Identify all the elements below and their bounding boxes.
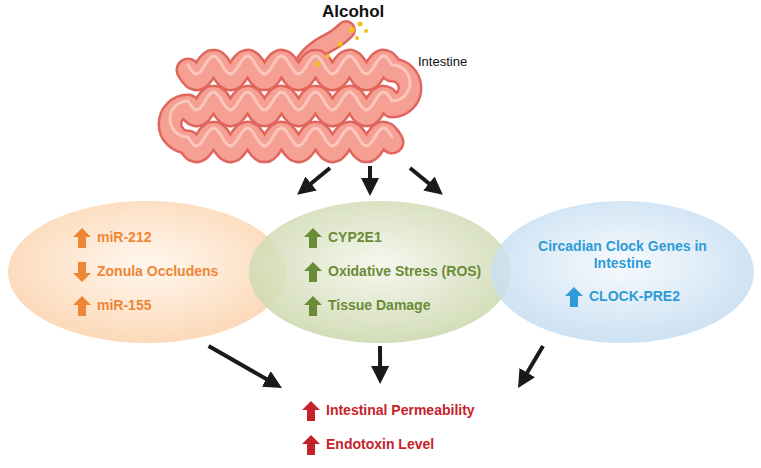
oxidative-ellipse: CYP2E1Oxidative Stress (ROS) Tissue Damag… (248, 200, 512, 344)
arrow-shape (73, 262, 91, 282)
text-row: Zonula Occludens (73, 262, 218, 282)
ellipse-fill (8, 201, 286, 343)
mirna-ellipse: miR-212Zonula Occludens miR-155 (7, 200, 287, 344)
top-heading: Alcohol (322, 2, 384, 22)
effect-arrow (378, 346, 382, 370)
effect-text: CYP2E1 (328, 229, 382, 247)
organ-label: Intestine (418, 54, 467, 69)
arrow-shape (304, 296, 322, 316)
increase-arrow (304, 262, 322, 282)
text-row: Circadian Clock Genes in Intestine (535, 238, 710, 273)
intestine-highlight (170, 56, 410, 146)
text-row: Oxidative Stress (ROS) (304, 262, 481, 282)
arrow-shape (302, 401, 320, 421)
effect-text: miR-155 (97, 297, 151, 315)
alcohol-drops (316, 22, 369, 67)
effect-text: Intestinal Permeability (326, 402, 475, 420)
increase-arrow (302, 435, 320, 455)
arrow-shape (73, 228, 91, 248)
intestine-coils (170, 30, 410, 151)
flow-arrows (308, 166, 432, 186)
increase-arrow (565, 287, 583, 307)
decrease-arrow (73, 262, 91, 282)
effect-text: Tissue Damage (328, 297, 430, 315)
node-content: Circadian Clock Genes in IntestineCLOCK-… (490, 200, 755, 344)
effect-text: Endotoxin Level (326, 436, 434, 454)
node-content: CYP2E1Oxidative Stress (ROS) Tissue Damag… (304, 200, 512, 344)
effect-text: Oxidative Stress (ROS) (328, 263, 481, 281)
text-row: Endotoxin Level (302, 435, 434, 455)
text-row: CYP2E1 (304, 228, 382, 248)
text-row: CLOCK-PRE2 (565, 287, 680, 307)
arrow-shape (302, 435, 320, 455)
arrow-shape (304, 228, 322, 248)
ellipse-fill (249, 201, 511, 343)
effect-text: Zonula Occludens (97, 263, 218, 281)
effect-text: CLOCK-PRE2 (589, 288, 680, 306)
ellipse-fill (491, 201, 754, 343)
text-row: miR-212 (73, 228, 151, 248)
clock-ellipse: Circadian Clock Genes in IntestineCLOCK-… (490, 200, 755, 344)
arrow-shape (565, 287, 583, 307)
node-content: Intestinal PermeabilityEndotoxin Level (302, 392, 510, 464)
group-heading: Circadian Clock Genes in Intestine (535, 238, 710, 273)
increase-arrow (302, 401, 320, 421)
ellipse-shape (490, 200, 755, 344)
text-row: Intestinal Permeability (302, 401, 475, 421)
text-row: miR-155 (73, 296, 151, 316)
effect-text: miR-212 (97, 229, 151, 247)
effect-arrow (525, 346, 543, 376)
increase-arrow (73, 228, 91, 248)
effect-arrow (209, 346, 270, 381)
increase-arrow (73, 296, 91, 316)
text-row: Tissue Damage (304, 296, 430, 316)
increase-arrow (304, 296, 322, 316)
arrow-shape (73, 296, 91, 316)
arrow-shape (304, 262, 322, 282)
outcome-box: Intestinal PermeabilityEndotoxin Level (290, 392, 510, 464)
increase-arrow (304, 228, 322, 248)
